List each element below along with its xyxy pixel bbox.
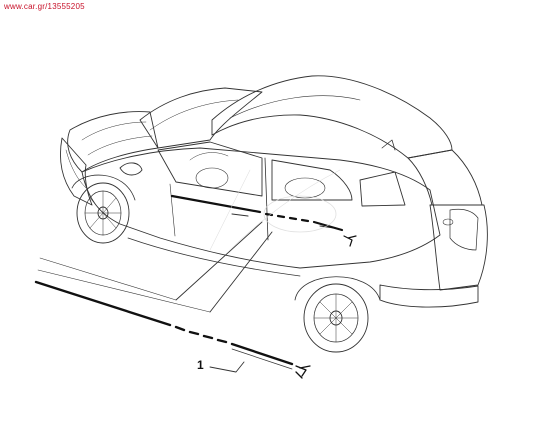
rear-quarter-glass <box>359 171 406 207</box>
strip-clip-on-car <box>343 235 357 247</box>
tzatzin-logo-watermark <box>209 169 341 251</box>
part-number-callout: 1 <box>197 358 204 372</box>
rear-bumper <box>379 284 479 308</box>
rear-wheel-tire <box>303 283 369 353</box>
rear-hatch <box>429 204 488 291</box>
windshield <box>139 87 263 149</box>
roof-antenna <box>381 139 396 151</box>
callout-leader <box>209 361 245 373</box>
rear-wheel-arch <box>294 276 381 301</box>
leader-line-upper <box>175 221 263 301</box>
rear-window <box>407 149 483 206</box>
leader-line-lower <box>209 231 273 313</box>
front-side-window <box>157 141 263 197</box>
side-mirror <box>119 162 143 176</box>
front-wheel-tire <box>76 182 130 244</box>
strip-end-clip <box>295 365 311 379</box>
rear-side-window <box>271 159 353 201</box>
door-handle-front <box>231 213 249 217</box>
rear-seat <box>284 177 326 199</box>
front-bumper <box>60 137 93 206</box>
molding-strip-part <box>34 280 172 327</box>
tail-light <box>449 208 479 251</box>
front-seat <box>195 167 229 189</box>
car-roof <box>211 75 453 159</box>
car-side-body <box>81 147 441 269</box>
car-hood <box>67 111 159 173</box>
molding-strip-on-car <box>170 194 262 214</box>
front-wheel-arch <box>71 174 136 201</box>
watermark-url: www.car.gr/13555205 <box>4 2 85 11</box>
